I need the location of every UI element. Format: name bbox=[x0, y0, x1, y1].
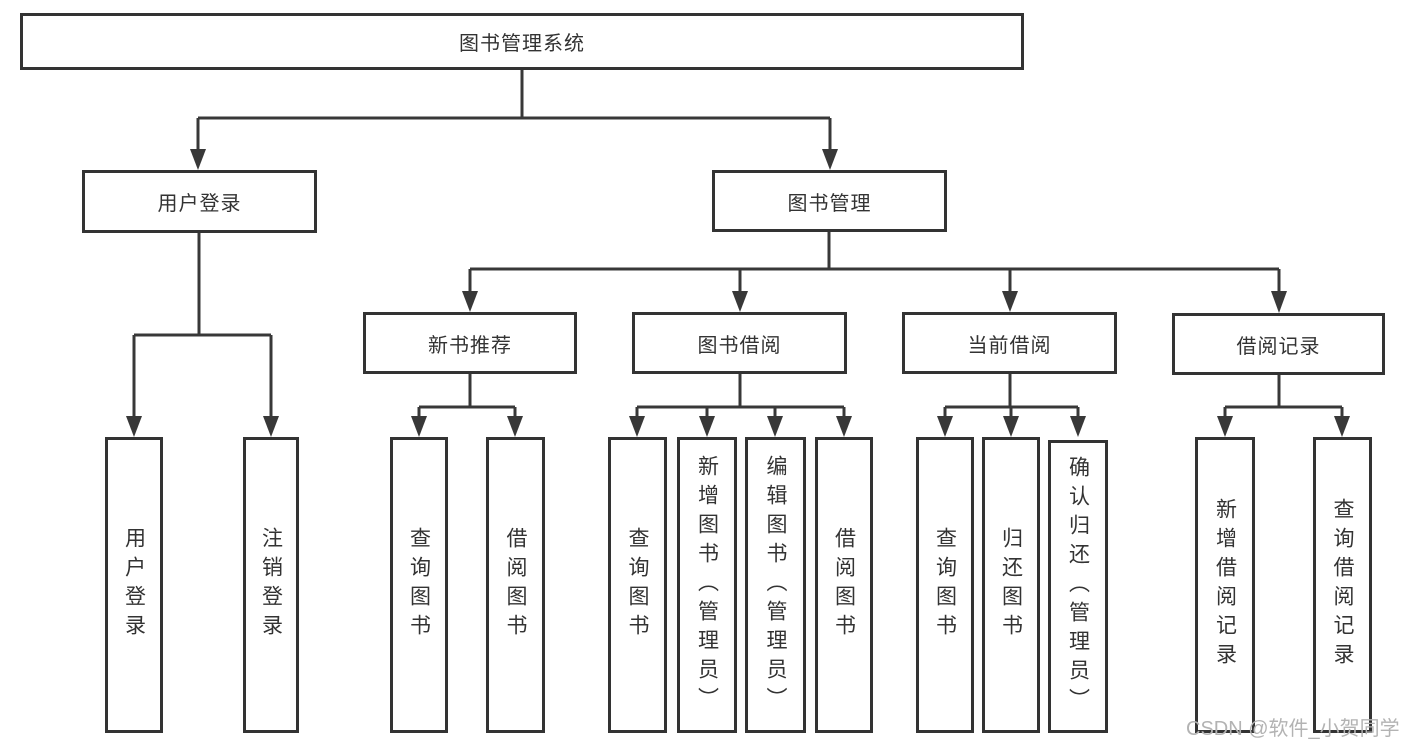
leaf-label: 确认归还（管理员） bbox=[1066, 456, 1090, 717]
connector-borrow-record-to-leaves bbox=[1217, 375, 1350, 437]
leaf-label: 新增图书（管理员） bbox=[695, 454, 719, 716]
arrowhead bbox=[732, 291, 748, 312]
arrowhead bbox=[263, 416, 279, 437]
node-borrow-record: 借阅记录 bbox=[1172, 313, 1385, 375]
leaf-label: 借阅图书 bbox=[504, 527, 527, 643]
leaf-query-book-3: 查询图书 bbox=[916, 437, 974, 733]
arrowhead bbox=[767, 416, 783, 437]
leaf-return-book: 归还图书 bbox=[982, 437, 1040, 733]
node-user-login: 用户登录 bbox=[82, 170, 317, 233]
leaf-logout: 注销登录 bbox=[243, 437, 299, 733]
leaf-confirm-return-admin: 确认归还（管理员） bbox=[1048, 440, 1108, 733]
arrowhead bbox=[190, 149, 206, 170]
arrowhead bbox=[629, 416, 645, 437]
arrowhead bbox=[1070, 416, 1086, 437]
leaf-label: 查询图书 bbox=[933, 527, 957, 643]
connector-book-borrow-to-leaves bbox=[629, 374, 852, 437]
arrowhead bbox=[1271, 291, 1287, 313]
csdn-watermark: CSDN @软件_小贺同学 bbox=[1186, 718, 1400, 740]
node-root-system: 图书管理系统 bbox=[20, 13, 1024, 70]
node-new-book-recommend: 新书推荐 bbox=[363, 312, 577, 374]
arrowhead bbox=[937, 416, 953, 437]
arrowhead bbox=[1003, 416, 1019, 437]
leaf-label: 新增借阅记录 bbox=[1213, 498, 1237, 672]
leaf-label: 用户登录 bbox=[122, 527, 146, 643]
node-label: 用户登录 bbox=[157, 193, 242, 215]
arrowhead bbox=[1002, 291, 1018, 312]
leaf-borrow-book-2: 借阅图书 bbox=[815, 437, 873, 733]
connector-book-mgmt-to-level3 bbox=[462, 232, 1287, 313]
node-label: 借阅记录 bbox=[1236, 335, 1321, 358]
node-book-borrow: 图书借阅 bbox=[632, 312, 847, 374]
arrowhead bbox=[507, 416, 523, 437]
leaf-label: 归还图书 bbox=[999, 527, 1023, 643]
node-label: 新书推荐 bbox=[428, 334, 512, 357]
connector-current-borrow-to-leaves bbox=[937, 374, 1086, 437]
node-label: 图书借阅 bbox=[697, 334, 782, 357]
arrowhead bbox=[462, 291, 478, 312]
leaf-add-book-admin: 新增图书（管理员） bbox=[677, 437, 737, 733]
connector-new-book-to-leaves bbox=[411, 374, 523, 437]
leaf-label: 借阅图书 bbox=[832, 527, 856, 643]
arrowhead bbox=[411, 416, 427, 437]
leaf-borrow-book-1: 借阅图书 bbox=[486, 437, 545, 733]
arrowhead bbox=[699, 416, 715, 437]
node-label: 图书管理系统 bbox=[459, 33, 585, 55]
leaf-query-book-2: 查询图书 bbox=[608, 437, 667, 733]
leaf-query-book-1: 查询图书 bbox=[390, 437, 448, 733]
node-label: 当前借阅 bbox=[967, 334, 1052, 357]
leaf-label: 查询借阅记录 bbox=[1331, 498, 1354, 672]
arrowhead bbox=[1334, 416, 1350, 437]
connector-root-to-level2 bbox=[190, 70, 838, 170]
arrowhead bbox=[126, 416, 142, 437]
connector-user-login-to-leaves bbox=[126, 233, 279, 437]
arrowhead bbox=[1217, 416, 1233, 437]
node-label: 图书管理 bbox=[787, 192, 872, 215]
leaf-label: 注销登录 bbox=[259, 527, 283, 643]
node-current-borrow: 当前借阅 bbox=[902, 312, 1117, 374]
arrowhead bbox=[836, 416, 852, 437]
leaf-query-borrow-record: 查询借阅记录 bbox=[1313, 437, 1372, 733]
leaf-edit-book-admin: 编辑图书（管理员） bbox=[745, 437, 806, 733]
leaf-user-login: 用户登录 bbox=[105, 437, 163, 733]
arrowhead bbox=[822, 149, 838, 170]
node-book-management: 图书管理 bbox=[712, 170, 947, 232]
leaf-label: 查询图书 bbox=[407, 527, 431, 643]
leaf-label: 查询图书 bbox=[626, 527, 649, 643]
leaf-label: 编辑图书（管理员） bbox=[764, 454, 787, 716]
leaf-add-borrow-record: 新增借阅记录 bbox=[1195, 437, 1255, 733]
